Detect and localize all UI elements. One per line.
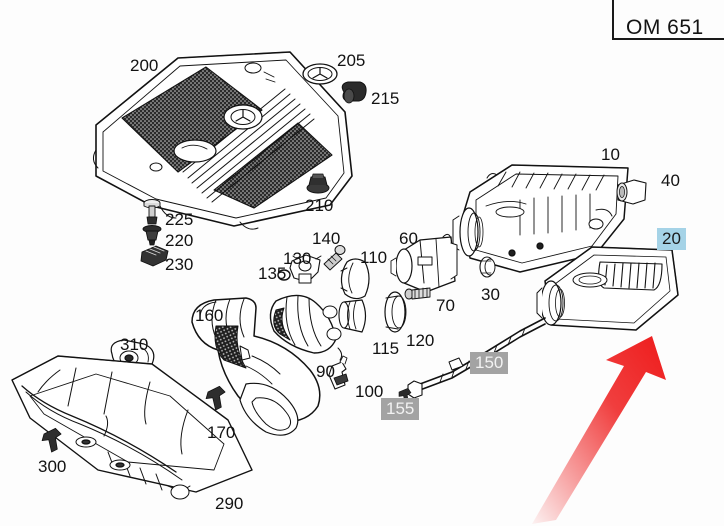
part-205-star-emblem — [302, 63, 338, 85]
title-label: OM 651 — [626, 16, 704, 39]
part-label-170: 170 — [207, 423, 236, 442]
part-label-10: 10 — [601, 145, 620, 164]
part-100-sensor — [328, 355, 349, 390]
part-130-bracket — [289, 254, 322, 284]
part-120-clamp-ring — [384, 291, 407, 333]
part-label-130: 130 — [283, 249, 312, 268]
part-label-220: 220 — [165, 231, 194, 250]
part-200-engine-cover — [92, 51, 353, 230]
part-label-60: 60 — [399, 229, 418, 248]
part-label-205: 205 — [337, 51, 366, 70]
part-label-70: 70 — [436, 296, 455, 315]
part-115-bellows — [338, 299, 367, 333]
part-label-155: 155 — [381, 398, 420, 420]
part-60-throttle-unit — [390, 233, 458, 293]
part-label-30: 30 — [481, 285, 500, 304]
part-225-pin — [143, 199, 161, 225]
part-160-intake-duct — [191, 297, 321, 436]
part-230-clip — [140, 245, 169, 267]
part-label-210: 210 — [305, 196, 334, 215]
part-210-grommet — [306, 173, 330, 194]
part-10-intake-manifold — [452, 164, 629, 273]
part-140-screw — [323, 245, 346, 271]
title-box-frame — [612, 0, 724, 40]
part-label-90: 90 — [316, 362, 335, 381]
part-40-sleeve — [616, 179, 647, 205]
part-220-rivet — [142, 225, 162, 246]
part-label-200: 200 — [130, 56, 159, 75]
part-label-160: 160 — [195, 306, 224, 325]
part-label-140: 140 — [312, 229, 341, 248]
part-90-charge-air-hose — [269, 294, 343, 361]
part-label-110: 110 — [360, 248, 388, 267]
part-label-215: 215 — [371, 89, 400, 108]
part-label-120: 120 — [406, 331, 435, 350]
part-label-40: 40 — [661, 171, 680, 190]
part-170-clip — [205, 385, 226, 411]
part-135-o-ring — [277, 269, 291, 281]
part-label-20: 20 — [657, 228, 686, 250]
part-70-bolt — [404, 287, 431, 300]
part-label-150: 150 — [470, 352, 509, 374]
part-20-air-cleaner-housing — [536, 246, 679, 331]
part-label-135: 135 — [258, 264, 287, 283]
part-110-clamp-band — [340, 258, 370, 300]
part-label-300: 300 — [38, 457, 67, 476]
part-215-bushing — [341, 81, 367, 104]
part-label-310: 310 — [120, 335, 149, 354]
part-30-seal-ring — [479, 256, 496, 278]
part-label-115: 115 — [372, 339, 400, 358]
part-300-clip — [41, 427, 62, 453]
part-label-225: 225 — [165, 210, 194, 229]
part-label-290: 290 — [215, 494, 244, 513]
part-label-230: 230 — [165, 255, 194, 274]
part-label-100: 100 — [355, 382, 384, 401]
